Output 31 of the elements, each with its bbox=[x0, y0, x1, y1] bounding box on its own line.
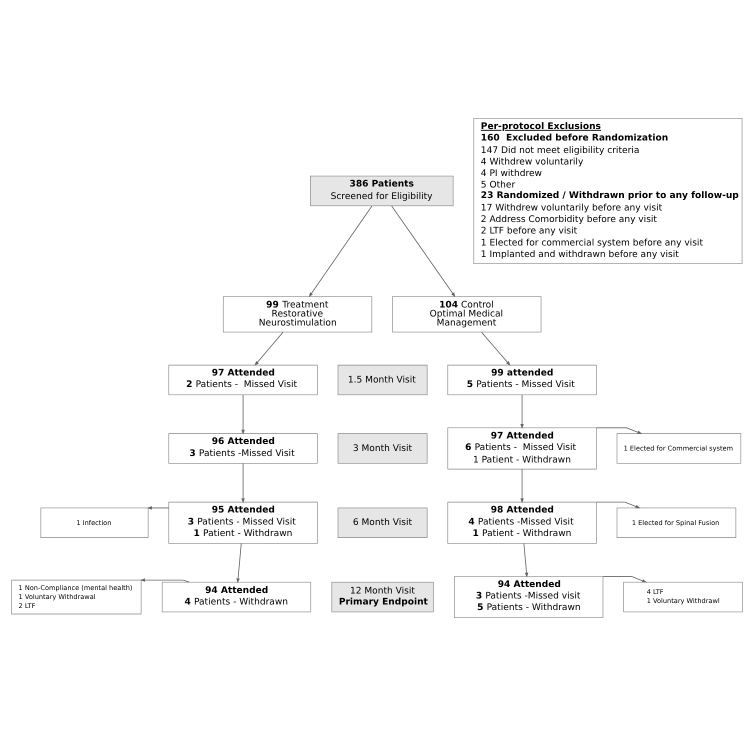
arrow bbox=[520, 468, 524, 503]
node-box: 99 attended 5 Patients - Missed Visit bbox=[447, 364, 597, 395]
arrow bbox=[140, 578, 190, 582]
node-box: 94 Attended 3 Patients -Missed visit 5 Patients - Withdrawn bbox=[454, 576, 604, 618]
arrow bbox=[241, 394, 245, 434]
node-box: 96 Attended 3 Patients -Missed Visit bbox=[168, 432, 318, 464]
node-box: 104 Control Optimal Medical Management bbox=[392, 296, 542, 332]
node-box: 97 Attended 2 Patients - Missed Visit bbox=[168, 364, 318, 395]
arrow bbox=[391, 205, 456, 297]
node-box: 12 Month Visit Primary Endpoint bbox=[331, 581, 434, 612]
node-box: 386 Patients Screened for Eligibility bbox=[310, 175, 454, 206]
node-box: 97 Attended 6 Patients - Missed Visit 1 Patient - Withdrawn bbox=[447, 427, 597, 469]
arrow bbox=[308, 205, 372, 297]
arrow bbox=[147, 506, 169, 510]
arrow bbox=[602, 576, 648, 582]
node-box: 94 Attended 4 Patients - Withdrawn bbox=[162, 581, 312, 612]
arrow bbox=[520, 394, 524, 428]
node-box: 98 Attended 4 Patients -Missed Visit 1 Patient - Withdrawn bbox=[447, 501, 597, 544]
arrow bbox=[241, 462, 245, 503]
arrow bbox=[236, 542, 242, 583]
node-box: 6 Month Visit bbox=[338, 507, 428, 538]
node-box: 95 Attended 3 Patients - Missed Visit 1 Patient - Withdrawn bbox=[168, 501, 318, 544]
arrow bbox=[596, 501, 640, 508]
arrow bbox=[596, 426, 642, 434]
node-box: Per-protocol Exclusions 160 Excluded before Randomization 147 Did not meet eligibility criteria 4 Withdrew voluntarily 4 PI withdrew 5 Other 23 Randomized / Withdrawn prior to any follow-up 17 Withdrew voluntarily before any visit 2 Address Comorbidity before any visit 2 LTF before any visit 1 Elected for commercial system before any visit 1 Implanted and withdrawn before any visit bbox=[473, 117, 742, 264]
arrow bbox=[481, 331, 511, 366]
arrow bbox=[254, 331, 284, 366]
node-box: 3 Month Visit bbox=[338, 432, 428, 464]
node-box: 1.5 Month Visit bbox=[338, 364, 428, 395]
node-box: 99 Treatment Restorative Neurostimulation bbox=[222, 296, 372, 332]
arrow bbox=[523, 542, 528, 578]
